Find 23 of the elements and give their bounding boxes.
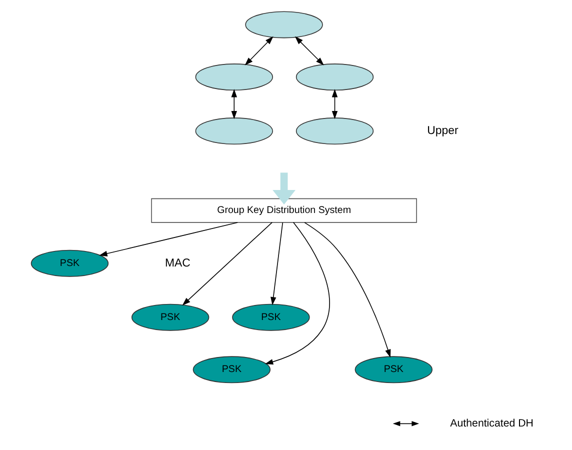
node-ellipse (244, 11, 322, 38)
label: MAC (164, 257, 190, 270)
arrow (230, 89, 237, 120)
arrow (270, 222, 283, 306)
node-ellipse (194, 64, 272, 91)
arrow (272, 172, 295, 205)
arrow (98, 222, 238, 256)
arrow (331, 89, 338, 120)
arrow (244, 36, 273, 66)
node-ellipse (295, 118, 374, 145)
arrow (264, 222, 330, 365)
node-ellipse: PSK (232, 304, 310, 331)
arrow (294, 36, 324, 66)
legend-label: Authenticated DH (450, 417, 533, 430)
label: Upper (426, 125, 458, 138)
arrow (182, 222, 272, 306)
node-ellipse: PSK (130, 304, 209, 331)
node-ellipse (194, 118, 272, 145)
node-box: Group Key Distribution System (150, 198, 416, 223)
arrow (304, 222, 390, 358)
node-ellipse: PSK (354, 356, 432, 384)
node-ellipse: PSK (192, 356, 270, 384)
node-ellipse (295, 64, 374, 91)
